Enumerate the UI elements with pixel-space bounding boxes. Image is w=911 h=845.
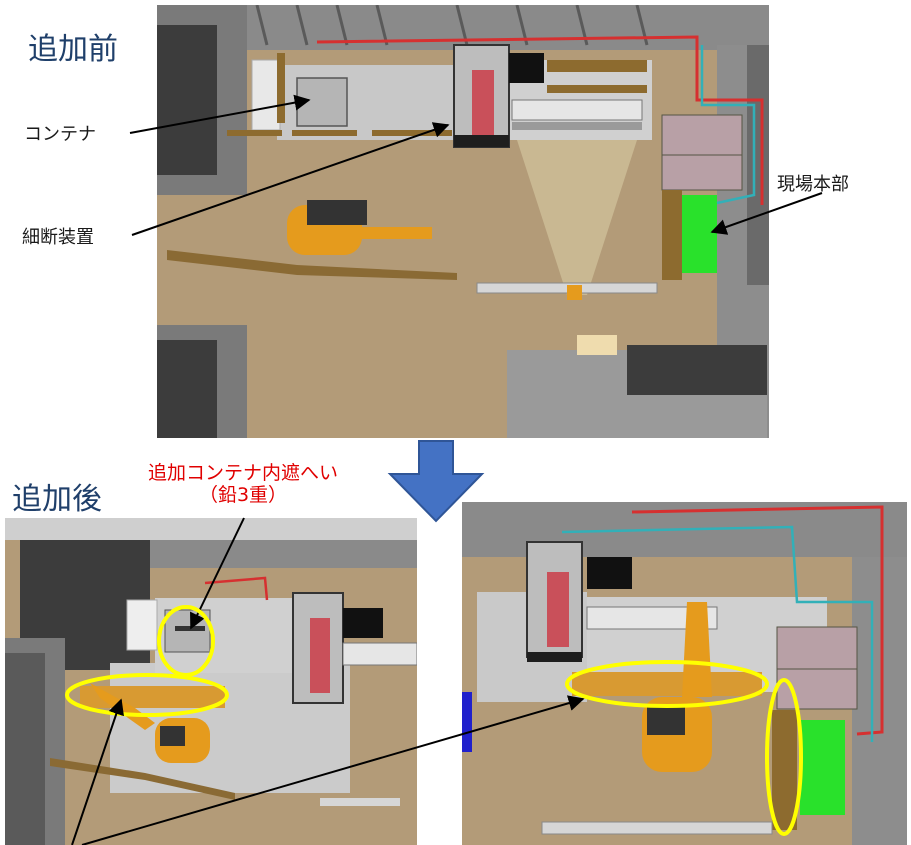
added-shield-note-line2: （鉛3重） — [198, 484, 288, 506]
before-title: 追加前 — [28, 32, 118, 67]
after-title: 追加後 — [12, 482, 102, 517]
site-hq-label: 現場本部 — [777, 174, 849, 195]
before-scene — [157, 5, 769, 438]
after-scene-right — [462, 502, 907, 845]
after-scene-left — [5, 518, 417, 845]
added-shield-note-line1: 追加コンテナ内遮へい — [148, 462, 339, 484]
shredder-label: 細断装置 — [22, 227, 94, 248]
container-label: コンテナ — [24, 124, 96, 145]
added-shield-note: 追加コンテナ内遮へい （鉛3重） — [148, 462, 338, 506]
